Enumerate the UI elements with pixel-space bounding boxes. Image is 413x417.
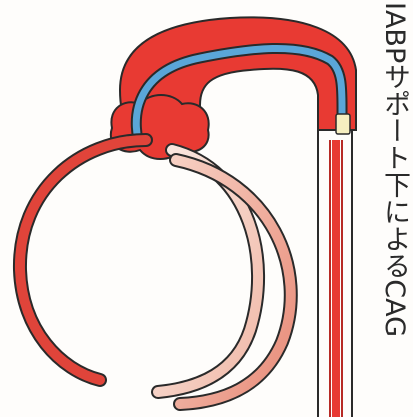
balloon-marker xyxy=(336,114,350,134)
caption-text: IABPサポート下によるCAG xyxy=(376,2,412,416)
coronary-artery xyxy=(20,140,146,380)
guiding-catheter xyxy=(158,150,291,404)
